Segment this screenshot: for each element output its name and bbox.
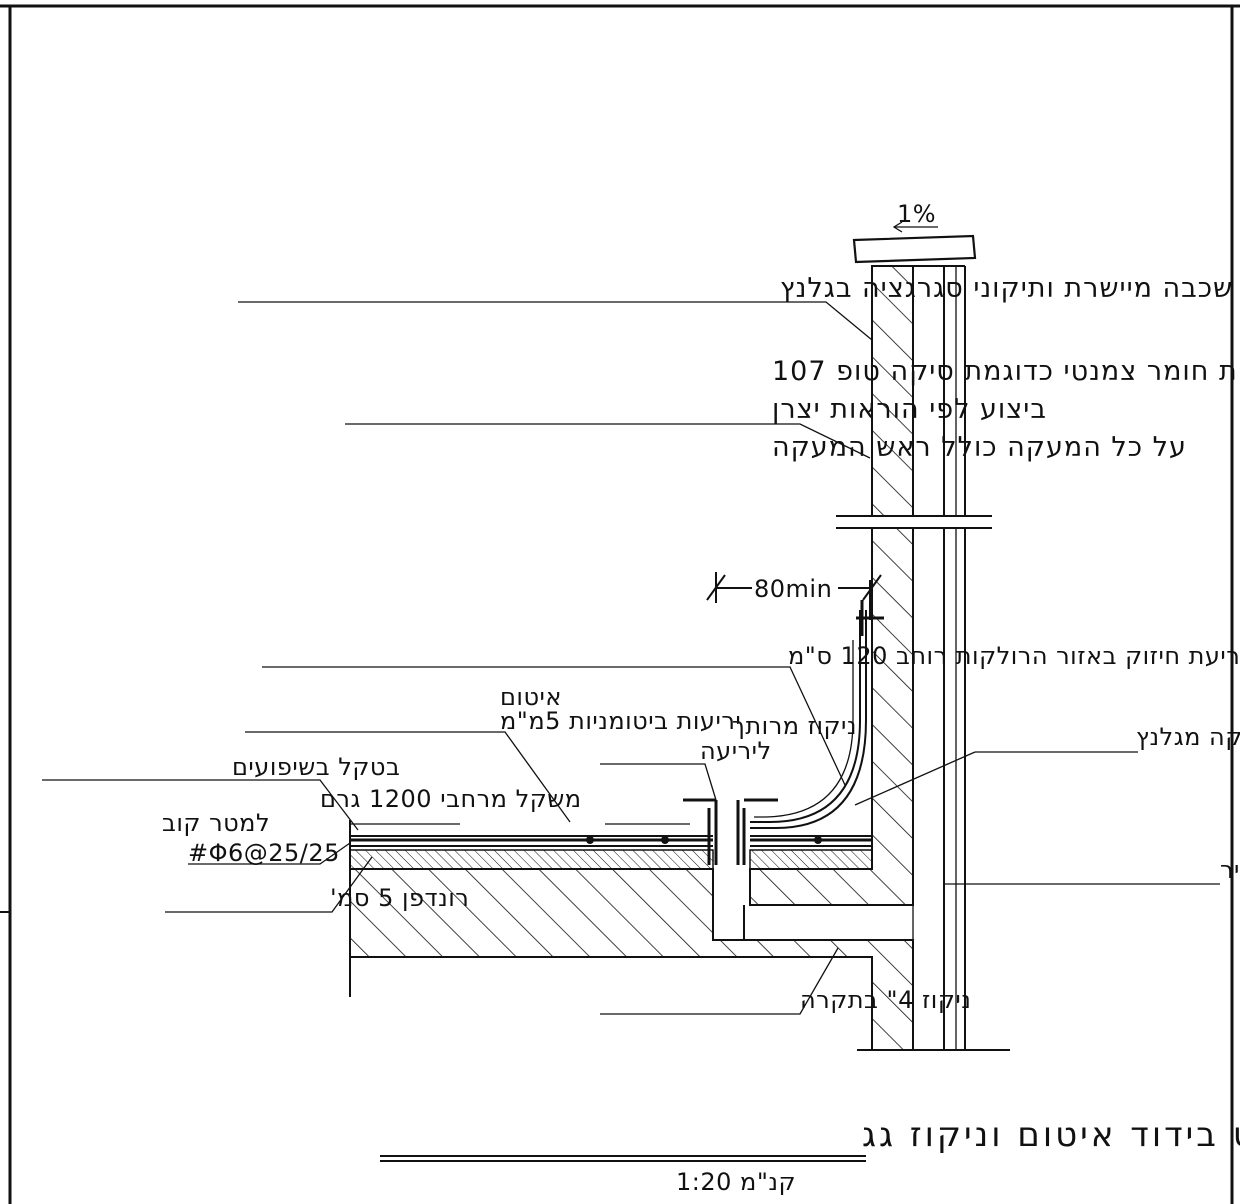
termination-clamp <box>856 580 884 636</box>
cement-coating-label-2: ביצוע לפי הוראות יצרן <box>772 394 1047 425</box>
wall-drain-label: ניקוז 4" בשקע הקיר <box>1220 856 1240 884</box>
rondapan-label: רונדפן 5 סמ' <box>330 884 469 912</box>
waterproofing-label-1: איטום <box>500 683 562 711</box>
waterproofing-label-2: יריעות ביטומניות 5מ"מ <box>500 707 741 735</box>
concrete-label-2: משקל מרחבי 1200 גרם <box>320 785 582 813</box>
welded-drain-label-2: ליריעה <box>700 737 772 765</box>
cement-coating-label-3: על כל המעקה כולל ראש המעקה <box>772 432 1187 463</box>
leader-lines <box>42 301 1220 1015</box>
reinforcement-sheet-label: יריעת חיזוק באזור הרולקות רוחב 120 ס"מ <box>788 642 1240 670</box>
drawing-scale: קנ"מ 1:20 <box>676 1168 796 1196</box>
cement-coating-label-1: מריחת חומר צמנטי כדוגמת סיקה טופ 107 <box>772 356 1240 387</box>
leveling-layer-label: שכבה מיישרת ותיקוני סגרגציה בגלנץ <box>780 273 1233 304</box>
mesh-label: #Φ6@25/25 <box>188 839 340 867</box>
concrete-label-1: בטקל בשיפועים <box>232 753 400 781</box>
welded-drain-label-1: ניקוז מרותך <box>732 712 857 740</box>
title-block: פרט בידוד איטום וניקוז גג קנ"מ 1:20 <box>380 1115 1240 1196</box>
sheet-frame <box>0 4 1240 1204</box>
labels: שכבה מיישרת ותיקוני סגרגציה בגלנץ מריחת … <box>162 273 1240 1014</box>
slope-label: 1% <box>897 200 936 228</box>
overlap-dimension: 80min <box>706 572 882 603</box>
parapet-coping <box>852 234 977 264</box>
overlap-label: 80min <box>754 575 832 603</box>
insulation-layer <box>349 849 873 870</box>
roof-drain <box>683 798 778 865</box>
galvanized-fillet-label: רולקה מגלנץ <box>1136 723 1240 751</box>
break-line <box>836 515 992 529</box>
drawing-title: פרט בידוד איטום וניקוז גג <box>862 1115 1240 1155</box>
concrete-label-3: למטר קוב <box>162 809 270 837</box>
slope-indicator: 1% <box>892 200 938 233</box>
membrane-layers <box>350 610 873 847</box>
ceiling-drain-label: ניקוז 4" בתקרה <box>800 986 971 1014</box>
